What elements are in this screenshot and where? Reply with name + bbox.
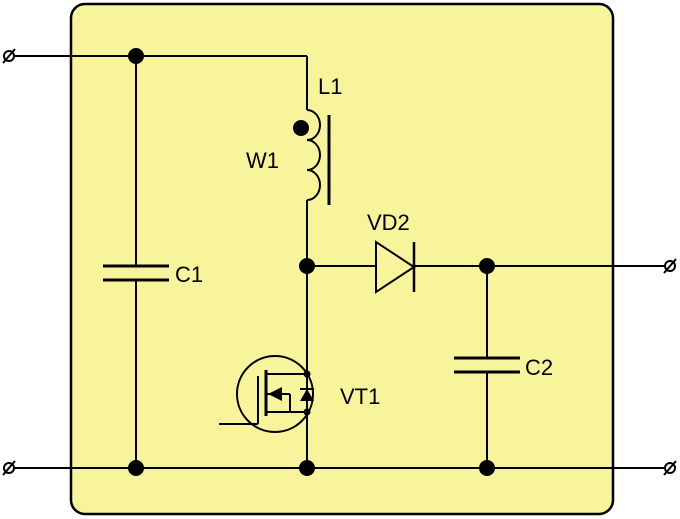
junction-dot-source-bottom <box>299 460 315 476</box>
mosfet-source-dot <box>303 408 311 416</box>
terminal-input-ground <box>2 460 16 476</box>
label-vd2: VD2 <box>367 210 410 235</box>
label-c1: C1 <box>175 262 203 287</box>
capacitor-c1 <box>103 56 169 468</box>
terminal-input-positive <box>2 48 16 64</box>
label-w1: W1 <box>246 148 279 173</box>
label-vt1: VT1 <box>340 384 380 409</box>
junction-dot-c2-bottom <box>479 460 495 476</box>
label-l1: L1 <box>318 74 342 99</box>
circuit-panel <box>69 2 615 516</box>
terminal-output-positive <box>663 258 677 274</box>
mosfet-body-arrow <box>268 387 282 401</box>
junction-dot-c2-top <box>479 258 495 274</box>
label-c2: C2 <box>525 355 553 380</box>
junction-dot-c1-top <box>128 48 144 64</box>
junction-dot-switch-node <box>299 258 315 274</box>
terminal-output-ground <box>663 460 677 476</box>
mosfet-drain-dot <box>303 370 311 378</box>
winding-start-dot <box>293 120 309 136</box>
mosfet-diode-arrow <box>300 389 314 401</box>
capacitor-c2 <box>454 266 520 468</box>
inductor-w1 <box>306 109 321 266</box>
junction-dot-c1-bottom <box>128 460 144 476</box>
